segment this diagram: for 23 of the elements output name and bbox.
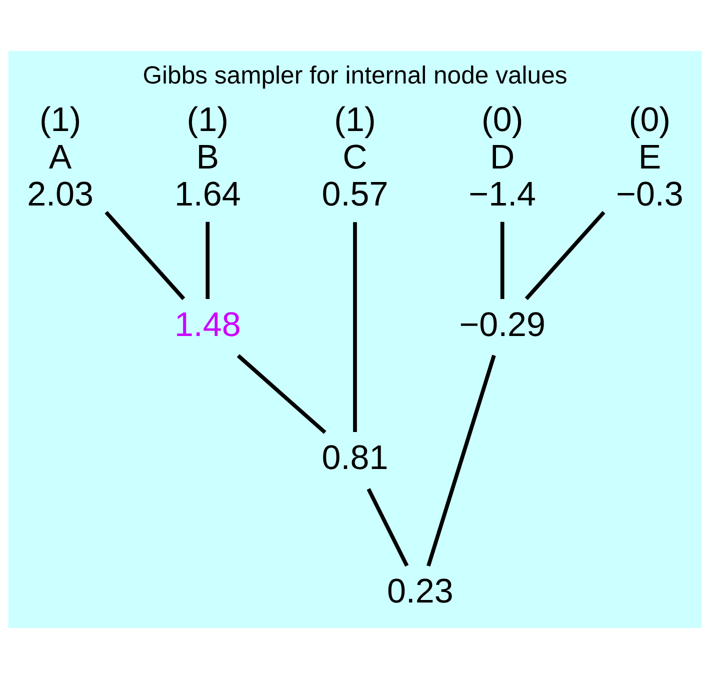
node-label: (1) — [186, 100, 228, 139]
node-label: (1) — [39, 100, 82, 139]
diagram-title: Gibbs sampler for internal node values — [142, 62, 568, 89]
node-label: (0) — [628, 100, 671, 139]
connector — [524, 210, 606, 300]
node-label: (0) — [482, 100, 524, 139]
node-text: 0.81 — [322, 438, 388, 477]
connector — [236, 354, 326, 434]
node-text: 1.48 — [174, 305, 241, 344]
node-text: B 1.64 — [174, 138, 241, 213]
connector — [426, 354, 496, 566]
node-label: (1) — [334, 100, 376, 139]
connector — [366, 488, 409, 566]
connector — [353, 222, 357, 432]
node-text: A 2.03 — [27, 138, 94, 213]
connector — [104, 210, 186, 300]
node-text: 0.23 — [386, 572, 454, 610]
connector — [206, 221, 210, 298]
node-text: E −0.3 — [616, 138, 684, 213]
node-text: D −1.4 — [468, 138, 536, 213]
node-text: −0.29 — [459, 305, 546, 344]
node-text: C 0.57 — [322, 138, 388, 213]
connector — [500, 221, 504, 298]
